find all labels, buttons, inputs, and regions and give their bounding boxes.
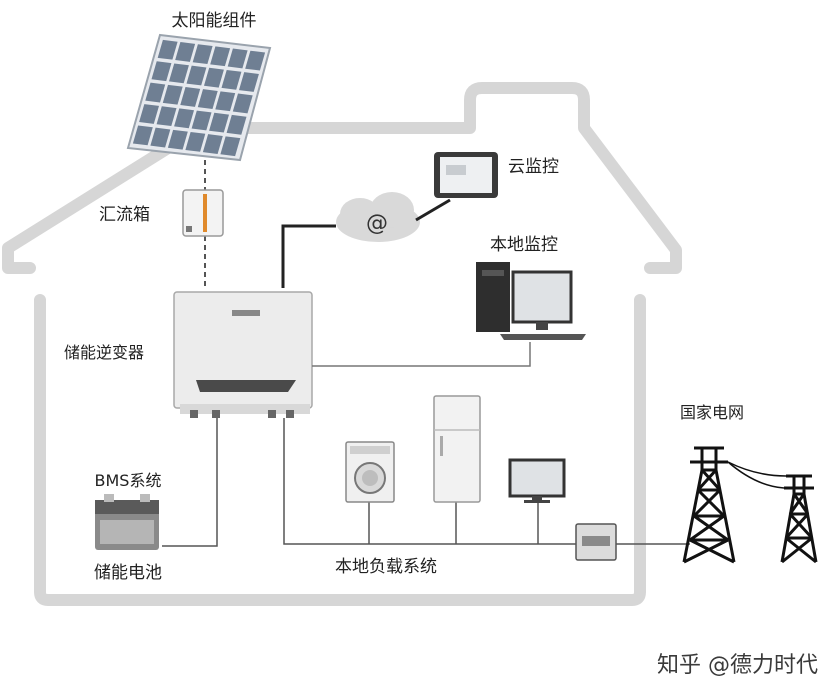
cloud-monitor-label: 云监控 bbox=[508, 157, 559, 177]
inverter-icon bbox=[173, 291, 313, 418]
solar-cell bbox=[202, 134, 223, 154]
solar-cell bbox=[220, 136, 241, 157]
cloud-icon: @ bbox=[336, 192, 420, 242]
combiner-box-label: 汇流箱 bbox=[99, 205, 150, 225]
bms-label: BMS系统 bbox=[95, 471, 162, 490]
inverter-monitor-wire bbox=[312, 342, 531, 367]
solar-cell bbox=[232, 93, 253, 114]
solar-cell bbox=[245, 50, 266, 71]
washing-machine-icon bbox=[345, 441, 395, 503]
solar-cell bbox=[162, 84, 183, 105]
solar-cell bbox=[156, 106, 177, 127]
solar-cell bbox=[175, 42, 196, 62]
tv-icon bbox=[508, 458, 566, 503]
grid-label: 国家电网 bbox=[680, 403, 744, 422]
desktop-computer-icon bbox=[476, 262, 586, 340]
power-tower-icon bbox=[682, 446, 818, 564]
cloud-tablet-wire bbox=[415, 198, 451, 222]
combiner-box-icon bbox=[182, 189, 224, 237]
solar-cell bbox=[192, 44, 213, 65]
solar-cell bbox=[221, 69, 242, 90]
inverter-label: 储能逆变器 bbox=[64, 343, 144, 362]
solar-cell bbox=[145, 82, 166, 103]
solar-cell bbox=[226, 114, 247, 135]
load-system-label: 本地负载系统 bbox=[335, 557, 437, 577]
solar-cell bbox=[209, 112, 230, 133]
meter-box-icon bbox=[575, 523, 617, 561]
solar-cell bbox=[203, 67, 224, 88]
inverter-cloud-wire bbox=[281, 224, 336, 288]
solar-cell bbox=[132, 125, 153, 146]
solar-panel-icon bbox=[126, 33, 272, 162]
solar-cell bbox=[215, 91, 236, 112]
local-monitor-label: 本地监控 bbox=[490, 235, 558, 255]
cloud-at-symbol: @ bbox=[366, 211, 388, 236]
solar-cell bbox=[180, 87, 201, 107]
solar-cell bbox=[238, 72, 259, 92]
solar-cell bbox=[167, 129, 188, 150]
solar-cell bbox=[150, 127, 171, 148]
battery-icon bbox=[95, 494, 159, 550]
solar-cell bbox=[191, 110, 212, 131]
battery-label: 储能电池 bbox=[94, 563, 162, 583]
refrigerator-icon bbox=[433, 395, 481, 503]
inverter-battery-wire bbox=[162, 418, 218, 547]
solar-cell bbox=[151, 61, 172, 82]
solar-panel-label: 太阳能组件 bbox=[172, 11, 257, 31]
solar-cell bbox=[186, 65, 207, 86]
solar-cell bbox=[174, 108, 195, 129]
solar-cell bbox=[168, 63, 189, 84]
house-outline bbox=[2, 82, 682, 606]
load-bus-wire bbox=[283, 418, 690, 545]
solar-cell bbox=[210, 46, 231, 67]
solar-cell bbox=[157, 39, 178, 60]
solar-cell bbox=[227, 48, 248, 69]
tablet-icon bbox=[434, 152, 498, 198]
solar-cell bbox=[197, 89, 218, 109]
watermark: 知乎 @德力时代 bbox=[657, 653, 818, 678]
solar-cell bbox=[185, 131, 206, 152]
solar-cell bbox=[139, 104, 160, 124]
